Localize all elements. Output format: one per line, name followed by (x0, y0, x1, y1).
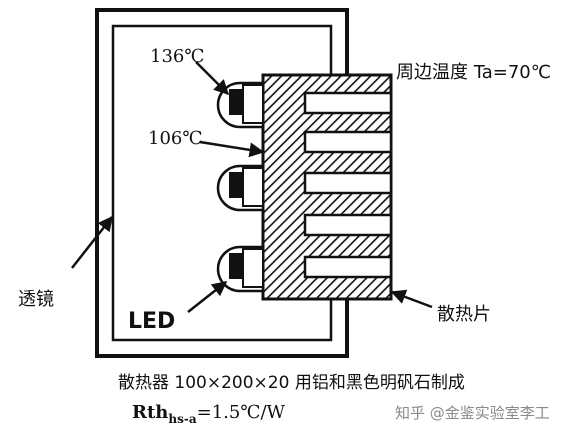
temp-label-middle: 106℃ (148, 128, 203, 149)
heatsink (261, 73, 393, 301)
rth-value: =1.5℃/W (197, 402, 286, 423)
arrow-106 (199, 140, 265, 158)
arrow-heatsink (390, 289, 433, 309)
ambient-temperature-label: 周边温度 Ta=70℃ (396, 62, 551, 83)
temp-label-top: 136℃ (150, 46, 205, 67)
rth-subscript: hs-a (168, 412, 196, 426)
lens-label: 透镜 (18, 289, 54, 310)
led-middle (216, 164, 265, 212)
thermal-resistance-text: Rthhs-a=1.5℃/W (132, 402, 286, 426)
rth-prefix: Rth (132, 402, 168, 423)
heatsink-spec-text: 散热器 100×200×20 用铝和黑色明矾石制成 (118, 373, 465, 393)
leader-arrows (71, 61, 433, 313)
arrow-led (187, 281, 228, 313)
led-top (216, 81, 265, 129)
led-label: LED (128, 309, 175, 334)
heatsink-fins (303, 91, 393, 279)
arrow-lens (71, 215, 113, 269)
heatsink-label: 散热片 (437, 304, 491, 325)
led-bottom (216, 245, 265, 293)
arrow-136 (195, 61, 230, 96)
watermark: 知乎 @金鉴实验室李工 (395, 404, 550, 422)
